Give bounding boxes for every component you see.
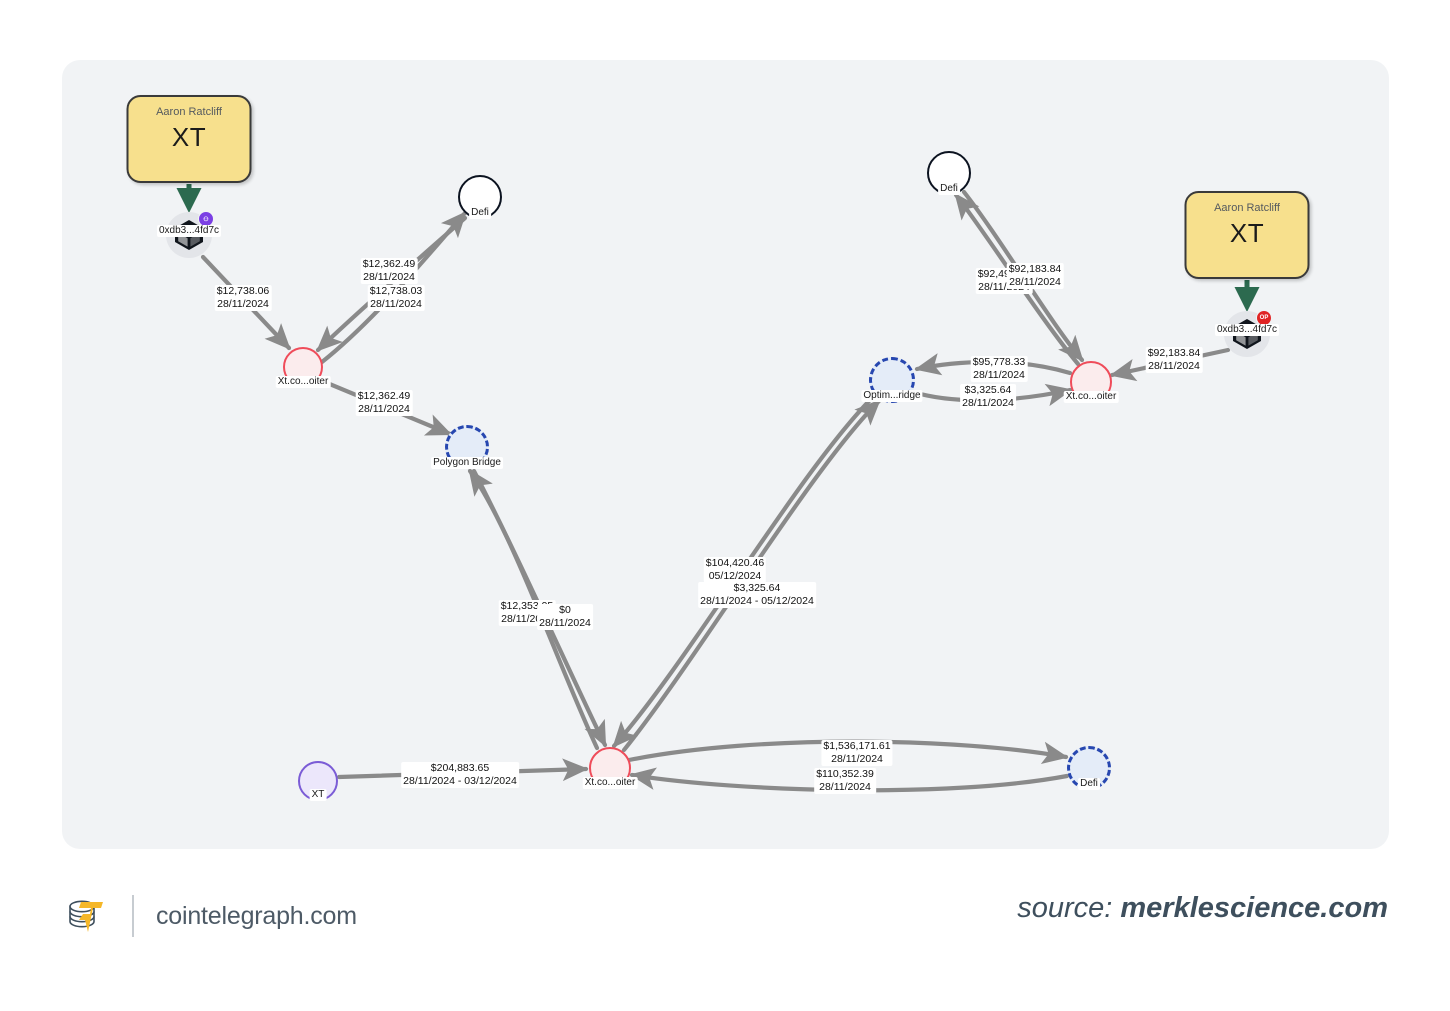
edge-date: 28/11/2024 xyxy=(363,271,415,283)
optimism-bridge-label: Optim...ridge xyxy=(861,390,923,402)
cluster-owner-label: Aaron Ratcliff xyxy=(1214,202,1280,214)
defi-top-right-label: Defi xyxy=(938,183,960,195)
edge-amount: $204,883.65 xyxy=(430,762,490,774)
edge-amount: $0 xyxy=(559,604,571,616)
edge-label-amount-date: $92,183.84 28/11/2024 xyxy=(1145,347,1203,373)
edge-label-amount-date: $204,883.65 28/11/2024 - 03/12/2024 xyxy=(401,762,519,788)
node-exchange-center[interactable]: Xt.co...oiter xyxy=(582,747,638,789)
edge-date: 28/11/2024 xyxy=(358,403,410,415)
op-badge-glyph: OP xyxy=(1259,315,1269,321)
exchange-left-label: Xt.co...oiter xyxy=(275,376,331,388)
polygon-bridge-label: Polygon Bridge xyxy=(431,457,503,469)
node-defi-top-right[interactable]: Defi xyxy=(927,151,971,195)
cluster-owner-label: Aaron Ratcliff xyxy=(156,106,222,118)
node-exchange-left[interactable]: Xt.co...oiter xyxy=(275,347,331,388)
exchange-right-label: Xt.co...oiter xyxy=(1063,391,1119,403)
edge-date: 28/11/2024 xyxy=(1148,360,1200,372)
source-label: source: xyxy=(1017,892,1113,924)
edge-label-amount-date: $3,325.64 28/11/2024 xyxy=(960,384,1016,410)
wallet-node-left[interactable]: ⚇ 0xdb3...4fd7c xyxy=(156,211,222,258)
edge-amount: $92,183.84 xyxy=(1008,263,1062,275)
edge-label-amount-date: $12,362.49 28/11/2024 xyxy=(355,390,413,416)
edge-label-amount-date: $0 28/11/2024 xyxy=(537,604,593,630)
edge-label-amount-date: $110,352.39 28/11/2024 xyxy=(814,768,876,794)
footer: cointelegraph.com source: merklescience.… xyxy=(0,880,1450,980)
edge-date: 05/12/2024 xyxy=(708,570,762,582)
edge-date: 28/11/2024 xyxy=(370,298,422,310)
edge-label-amount-date: $92,183.84 28/11/2024 xyxy=(1006,263,1064,289)
edge-amount: $12,738.03 xyxy=(369,285,423,297)
edge-date: 28/11/2024 - 05/12/2024 xyxy=(700,595,814,607)
edge-amount: $110,352.39 xyxy=(816,768,874,780)
wallet-right-label: 0xdb3...4fd7c xyxy=(1214,324,1280,336)
edge-amount: $3,325.64 xyxy=(964,384,1012,396)
cluster-ticker-label: XT xyxy=(171,122,207,152)
cluster-box-left[interactable]: Aaron Ratcliff XT xyxy=(126,95,252,183)
footer-divider xyxy=(132,895,134,937)
graph-panel xyxy=(62,60,1389,849)
edge-date: 28/11/2024 xyxy=(1009,276,1061,288)
edge-date: 28/11/2024 - 03/12/2024 xyxy=(403,775,517,787)
cluster-box-right[interactable]: Aaron Ratcliff XT xyxy=(1184,191,1310,279)
edge-amount: $104,420.46 xyxy=(705,557,765,569)
edge-label-amount-date: $104,420.46 05/12/2024 xyxy=(703,557,767,583)
node-exchange-right[interactable]: Xt.co...oiter xyxy=(1063,361,1119,403)
node-optimism-bridge[interactable]: Optim...ridge xyxy=(861,357,923,403)
edge-label-amount-date: $12,738.06 28/11/2024 xyxy=(214,285,272,311)
defi-top-left-label: Defi xyxy=(469,207,491,219)
edge-amount: $95,778.33 xyxy=(972,356,1026,368)
cointelegraph-brand: cointelegraph.com xyxy=(62,886,357,946)
wallet-node-right[interactable]: OP 0xdb3...4fd7c xyxy=(1214,310,1280,357)
cluster-ticker-label: XT xyxy=(1229,218,1265,248)
edge-amount: $92,183.84 xyxy=(1147,347,1201,359)
edge-date: 28/11/2024 xyxy=(831,753,883,765)
edge-date: 28/11/2024 xyxy=(962,397,1014,409)
cointelegraph-logo xyxy=(69,900,103,932)
edge-amount: $12,362.49 xyxy=(357,390,411,402)
node-xt-circle[interactable]: XT xyxy=(298,761,338,801)
edge-amount: $3,325.64 xyxy=(733,582,781,594)
edge-label-amount-date: $3,325.64 28/11/2024 - 05/12/2024 xyxy=(698,582,816,608)
wallet-left-label: 0xdb3...4fd7c xyxy=(156,225,222,237)
node-defi-top-left[interactable]: Defi xyxy=(458,175,502,219)
edge-date: 28/11/2024 xyxy=(217,298,269,310)
eth-badge-glyph: ⚇ xyxy=(203,216,209,223)
xt-circle-label: XT xyxy=(309,789,327,801)
node-defi-bottom-right[interactable]: Defi xyxy=(1067,746,1111,790)
edge-label-amount-date: $95,778.33 28/11/2024 xyxy=(970,356,1028,382)
source-attribution: source: merklescience.com xyxy=(1017,892,1388,925)
edge-date: 28/11/2024 xyxy=(973,369,1025,381)
edge-amount: $12,362.49 xyxy=(362,258,416,270)
edge-label-amount-date: $12,362.49 28/11/2024 xyxy=(360,258,418,284)
defi-bottom-right-label: Defi xyxy=(1078,778,1100,790)
edge-amount: $12,738.06 xyxy=(216,285,270,297)
source-site: merklescience.com xyxy=(1120,892,1388,924)
edge-amount: $1,536,171.61 xyxy=(823,740,891,752)
node-polygon-bridge[interactable]: Polygon Bridge xyxy=(431,425,503,469)
edge-label-amount-date: $12,738.03 28/11/2024 xyxy=(367,285,425,311)
exchange-center-label: Xt.co...oiter xyxy=(582,777,638,789)
edge-label-amount-date: $1,536,171.61 28/11/2024 xyxy=(821,740,893,766)
cointelegraph-url: cointelegraph.com xyxy=(156,901,357,930)
edge-date: 28/11/2024 xyxy=(539,617,591,629)
edge-date: 28/11/2024 xyxy=(819,781,871,793)
